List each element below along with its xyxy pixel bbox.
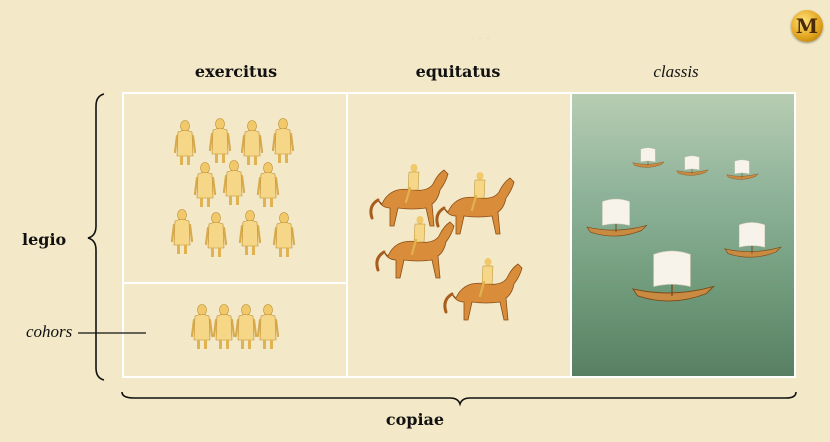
equitatus-riders: [371, 164, 522, 320]
classis-ships: [587, 148, 781, 301]
exercitus-soldiers: [172, 119, 294, 258]
label-copiae: copiae: [0, 410, 830, 429]
legio-bracket: [88, 94, 104, 380]
copiae-bracket: [122, 392, 796, 404]
cohors-soldiers: [192, 305, 278, 350]
